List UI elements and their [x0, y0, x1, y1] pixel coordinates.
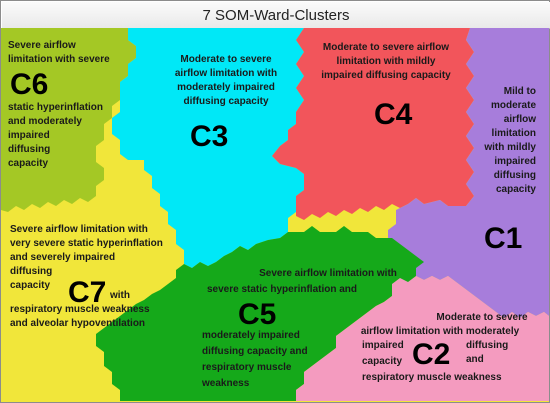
c6-description-line: diffusing	[8, 144, 50, 155]
c6-description-line: Severe airflow	[8, 40, 76, 51]
c7-description-line: and alveolar hypoventilation	[10, 318, 145, 329]
c5-description-line: moderately impaired	[202, 330, 300, 341]
c4-description-line: limitation with mildly	[337, 56, 436, 67]
c7-description-line: very severe static hyperinflation	[10, 238, 163, 249]
cluster-label-c4: C4	[374, 98, 413, 131]
c2-description-line: impaired	[362, 340, 404, 351]
c3-description-line: moderately impaired	[177, 82, 275, 93]
c7-description-line: and severely impaired	[10, 252, 115, 263]
c2-description-line: Moderate to severe	[436, 312, 528, 323]
c2-description-line: diffusing	[466, 340, 508, 351]
c1-description-line: capacity	[496, 184, 536, 195]
c1-description-line: limitation	[492, 128, 536, 139]
cluster-label-c2: C2	[412, 338, 450, 371]
cluster-label-c6: C6	[10, 68, 48, 101]
c6-description-line: impaired	[8, 130, 50, 141]
window-title: 7 SOM-Ward-Clusters	[202, 7, 350, 24]
c1-description-line: moderate	[491, 100, 536, 111]
c2-description-line: respiratory muscle weakness	[362, 372, 502, 383]
region-c2	[296, 276, 549, 401]
cluster-label-c7: C7	[68, 276, 106, 309]
c1-description-line: impaired	[494, 156, 536, 167]
c6-description-line: capacity	[8, 158, 48, 169]
region-c3	[112, 28, 304, 268]
c2-description-line: and	[466, 354, 484, 365]
c1-description-line: with mildly	[483, 142, 536, 153]
region-c6	[1, 28, 136, 212]
c7-description-line: Severe airflow limitation with	[10, 224, 148, 235]
c5-description-line: respiratory muscle	[202, 362, 292, 373]
c6-description-line: and moderately	[8, 116, 82, 127]
c6-description-line: limitation with severe	[8, 54, 110, 65]
c2-description-line: airflow limitation with moderately	[361, 326, 520, 337]
c7-description-line: with	[109, 290, 130, 301]
c5-description-line: Severe airflow limitation with	[259, 268, 397, 279]
c2-description-line: capacity	[362, 356, 402, 367]
c3-description-line: airflow limitation with	[175, 68, 277, 79]
c1-description-line: airflow	[504, 114, 536, 125]
region-c5	[96, 226, 424, 401]
title-bar: 7 SOM-Ward-Clusters	[2, 2, 550, 29]
c7-description-line: capacity	[10, 280, 50, 291]
cluster-label-c3: C3	[190, 120, 228, 153]
c4-description-line: impaired diffusing capacity	[321, 70, 451, 81]
c1-description-line: Mild to	[504, 86, 536, 97]
c3-description-line: Moderate to severe	[180, 54, 272, 65]
c1-description-line: diffusing	[494, 170, 536, 181]
cluster-label-c5: C5	[238, 298, 276, 331]
region-c4	[272, 28, 474, 220]
c3-description-line: diffusing capacity	[183, 96, 268, 107]
cluster-label-c1: C1	[484, 222, 522, 255]
c4-description-line: Moderate to severe airflow	[323, 42, 449, 53]
c7-description-line: diffusing	[10, 266, 52, 277]
c5-description-line: diffusing capacity and	[202, 346, 308, 357]
c6-description-line: static hyperinflation	[8, 102, 103, 113]
c5-description-line: severe static hyperinflation and	[207, 284, 357, 295]
c7-description-line: respiratory muscle weakness	[10, 304, 150, 315]
region-c1	[388, 28, 549, 318]
c5-description-line: weakness	[201, 378, 250, 389]
